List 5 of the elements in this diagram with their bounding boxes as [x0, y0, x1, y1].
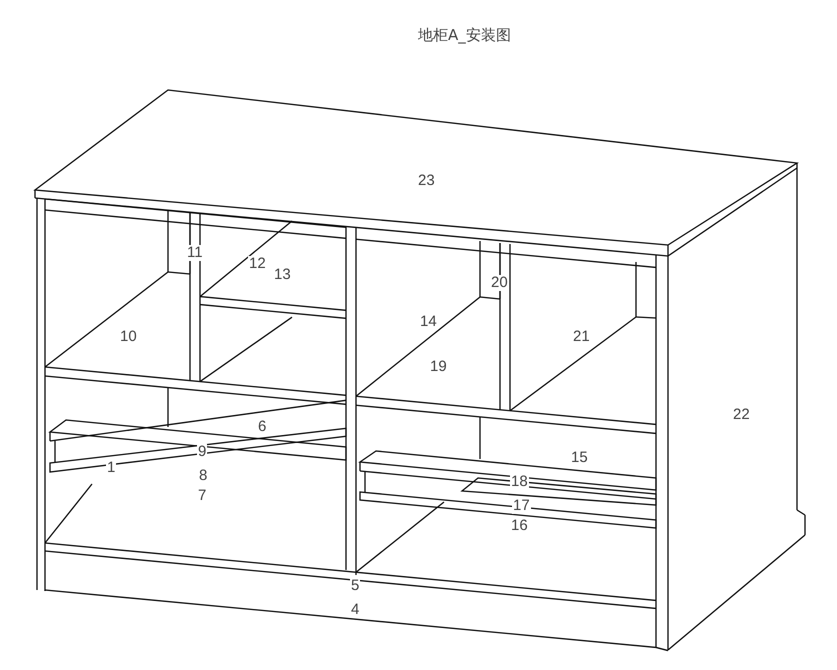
- callout-number: 18: [510, 474, 529, 490]
- callout-number: 17: [512, 498, 531, 514]
- callout-number: 11: [186, 245, 204, 261]
- callout-number: 20: [490, 275, 509, 291]
- title: 地柜A_安装图: [418, 26, 511, 45]
